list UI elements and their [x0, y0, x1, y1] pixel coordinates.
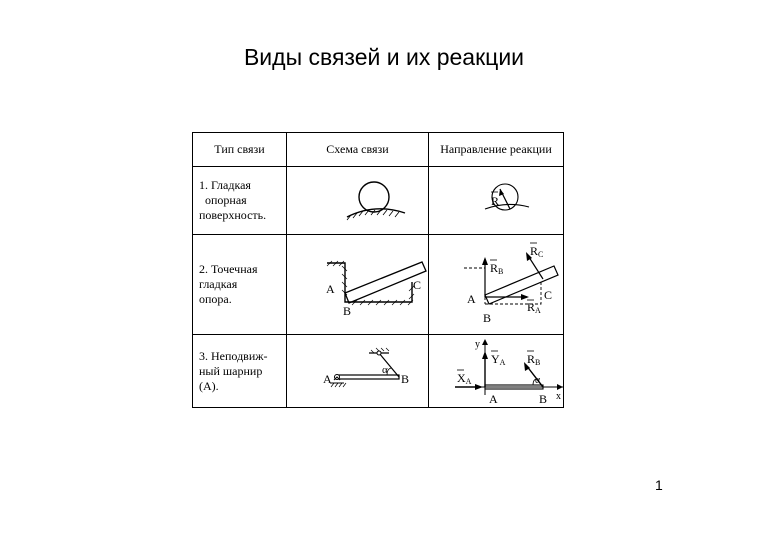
reaction-label-a: A	[467, 292, 476, 306]
axis-label-x: x	[556, 391, 561, 402]
fixed-hinge-scheme: A B α	[323, 347, 409, 388]
type-line: опора.	[199, 292, 232, 306]
type-line: 1. Гладкая	[199, 178, 251, 192]
point-support-reaction: RC RB RA A B C	[464, 242, 559, 325]
reaction-label-ya: YA	[491, 352, 506, 367]
scheme-label-c: C	[413, 278, 421, 292]
table-row: 1. Гладкая опорная поверхность. R	[192, 166, 564, 235]
scheme-label-a: A	[326, 282, 335, 296]
type-line: 3. Неподвиж-	[199, 348, 268, 363]
type-line: гладкая	[199, 277, 238, 291]
scheme-label-b: B	[343, 304, 351, 318]
header-scheme: Схема связи	[286, 132, 429, 167]
type-line: (А).	[199, 378, 219, 393]
reaction-cell: RC RB RA A B C	[428, 234, 564, 335]
reaction-label-rb: RB	[527, 352, 540, 367]
scheme-cell: A B α	[286, 334, 429, 408]
type-cell: 3. Неподвиж- ный шарнир (А).	[192, 334, 287, 408]
reaction-label-rc: RC	[530, 244, 543, 259]
type-line: опорная	[205, 193, 247, 207]
scheme-label-a: A	[323, 372, 332, 386]
scheme-cell: A B C	[286, 234, 429, 335]
axis-label-y: y	[475, 339, 480, 350]
reaction-label-alpha: α	[535, 375, 541, 386]
reaction-label-a: A	[489, 392, 498, 406]
reaction-label-rb: RB	[490, 261, 503, 276]
slide-title: Виды связей и их реакции	[243, 44, 525, 70]
reaction-label-r: R	[491, 194, 499, 208]
type-line: поверхность.	[199, 208, 267, 222]
header-type: Тип связи	[192, 132, 287, 167]
scheme-cell	[286, 166, 429, 235]
connections-table: Тип связи Схема связи Направление реакци…	[192, 132, 564, 408]
reaction-label-b: B	[539, 392, 547, 406]
smooth-surface-scheme	[346, 181, 406, 221]
type-line: ный шарнир	[199, 363, 263, 378]
page-number: 1	[655, 477, 663, 493]
point-support-scheme: A B C	[326, 260, 427, 318]
scheme-label-b: B	[401, 372, 409, 386]
reaction-label-ra: RA	[527, 300, 541, 315]
table-header-row: Тип связи Схема связи Направление реакци…	[192, 132, 564, 167]
table-row: 3. Неподвиж- ный шарнир (А). A B α	[192, 334, 564, 408]
smooth-surface-reaction: R	[484, 183, 530, 211]
reaction-label-c: C	[544, 288, 552, 302]
reaction-label-b: B	[483, 311, 491, 325]
header-reaction: Направление реакции	[428, 132, 564, 167]
type-line: 2. Точечная	[199, 262, 258, 276]
fixed-hinge-reaction: y x YA XA RB A B α	[455, 339, 563, 406]
reaction-cell: R	[428, 166, 564, 235]
table-row: 2. Точечная гладкая опора. A B C	[192, 234, 564, 335]
type-cell: 1. Гладкая опорная поверхность.	[192, 166, 287, 235]
reaction-label-xa: XA	[457, 371, 472, 386]
reaction-cell: y x YA XA RB A B α	[428, 334, 564, 408]
scheme-label-alpha: α	[382, 364, 388, 376]
type-cell: 2. Точечная гладкая опора.	[192, 234, 287, 335]
